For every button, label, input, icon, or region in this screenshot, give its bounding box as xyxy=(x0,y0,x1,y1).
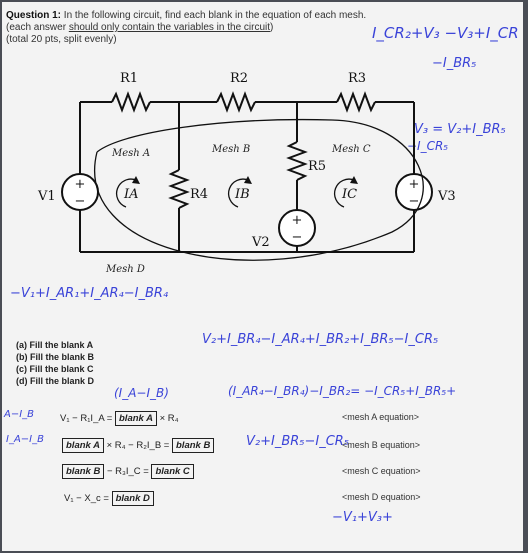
label-r4: R4 xyxy=(190,187,208,202)
label-ib: IB xyxy=(234,187,250,202)
svg-text:−: − xyxy=(409,194,420,209)
blank-a-prompt: (a) Fill the blank A xyxy=(16,340,94,350)
label-v3: V3 xyxy=(437,189,456,204)
handwritten-mesh-b-equation-2: (I_AR₄−I_BR₄)−I_BR₂= −I_CR₅+I_BR₅+ xyxy=(228,384,457,398)
label-ic: IC xyxy=(341,187,357,202)
blank-c-prompt: (c) Fill the blank C xyxy=(16,364,94,374)
label-mesh-c: Mesh C xyxy=(331,144,371,155)
question-points: (total 20 pts, split evenly) xyxy=(6,34,117,45)
svg-text:−: − xyxy=(292,230,303,245)
svg-text:+: + xyxy=(75,177,86,192)
mesh-b-tag: <mesh B equation> xyxy=(342,440,421,450)
mesh-d-equation: V₁ − X_c = blank D xyxy=(64,491,154,506)
handwritten-blank-a-note: (I_A−I_B) xyxy=(114,386,169,400)
handwritten-mesh-b-equation: V₂+I_BR₄−I_AR₄+I_BR₂+I_BR₅−I_CR₅ xyxy=(202,332,439,347)
blank-c-box[interactable]: blank C xyxy=(151,464,194,479)
handwritten-note-mid-2: −I_CR₅ xyxy=(407,139,449,153)
handwritten-mesh-d-answer: −V₁+V₃+ xyxy=(332,510,393,525)
handwritten-left-note-1: A−I_B xyxy=(4,409,35,420)
handwritten-mesh-d-equation: −V₁+I_AR₁+I_AR₄−I_BR₄ xyxy=(10,286,169,301)
blank-d-prompt: (d) Fill the blank D xyxy=(16,376,94,386)
label-mesh-a: Mesh A xyxy=(111,148,150,159)
handwritten-note-top-2: −I_BR₅ xyxy=(432,56,477,71)
mesh-c-tag: <mesh C equation> xyxy=(342,466,421,476)
question-note: (each answer should only contain the var… xyxy=(6,22,274,33)
label-v1: V1 xyxy=(37,189,56,204)
blank-a-box-1[interactable]: blank A xyxy=(115,411,157,426)
circuit-diagram: + − + − + − R1 R2 R3 R4 R5 V1 V2 V3 IA IB xyxy=(37,71,456,275)
svg-text:−: − xyxy=(75,194,86,209)
label-v2: V2 xyxy=(251,235,270,250)
mesh-d-tag: <mesh D equation> xyxy=(342,492,421,502)
label-r5: R5 xyxy=(308,159,326,174)
handwritten-note-mid-1: V₃ = V₂+I_BR₅ xyxy=(414,122,506,137)
label-mesh-d: Mesh D xyxy=(105,264,145,275)
label-r1: R1 xyxy=(120,71,138,86)
mesh-a-tag: <mesh A equation> xyxy=(342,412,420,422)
blank-b-prompt: (b) Fill the blank B xyxy=(16,352,94,362)
svg-text:+: + xyxy=(409,177,420,192)
blank-a-box-2[interactable]: blank A xyxy=(62,438,104,453)
mesh-a-equation: V₁ − R₁I_A = blank A × R₄ xyxy=(60,411,179,426)
label-r3: R3 xyxy=(348,71,366,86)
label-mesh-b: Mesh B xyxy=(211,144,250,155)
blank-b-box-1[interactable]: blank B xyxy=(172,438,215,453)
label-r2: R2 xyxy=(230,71,248,86)
label-ia: IA xyxy=(123,187,139,202)
handwritten-blank-b-note: V₂+I_BR₅−I_CR₅ xyxy=(246,434,350,449)
mesh-c-equation: blank B − R₃I_C = blank C xyxy=(62,464,194,479)
blank-b-box-2[interactable]: blank B xyxy=(62,464,105,479)
svg-text:+: + xyxy=(292,213,303,228)
worksheet-page: Question 1: In the following circuit, fi… xyxy=(2,2,523,551)
handwritten-note-top-1: I_CR₂+V₃ −V₃+I_CR xyxy=(372,24,519,42)
handwritten-left-note-2: I_A−I_B xyxy=(6,434,44,445)
blank-d-box[interactable]: blank D xyxy=(111,491,154,506)
mesh-b-equation: blank A × R₄ − R₂I_B = blank B xyxy=(62,438,215,453)
question-title: Question 1: In the following circuit, fi… xyxy=(6,10,367,21)
